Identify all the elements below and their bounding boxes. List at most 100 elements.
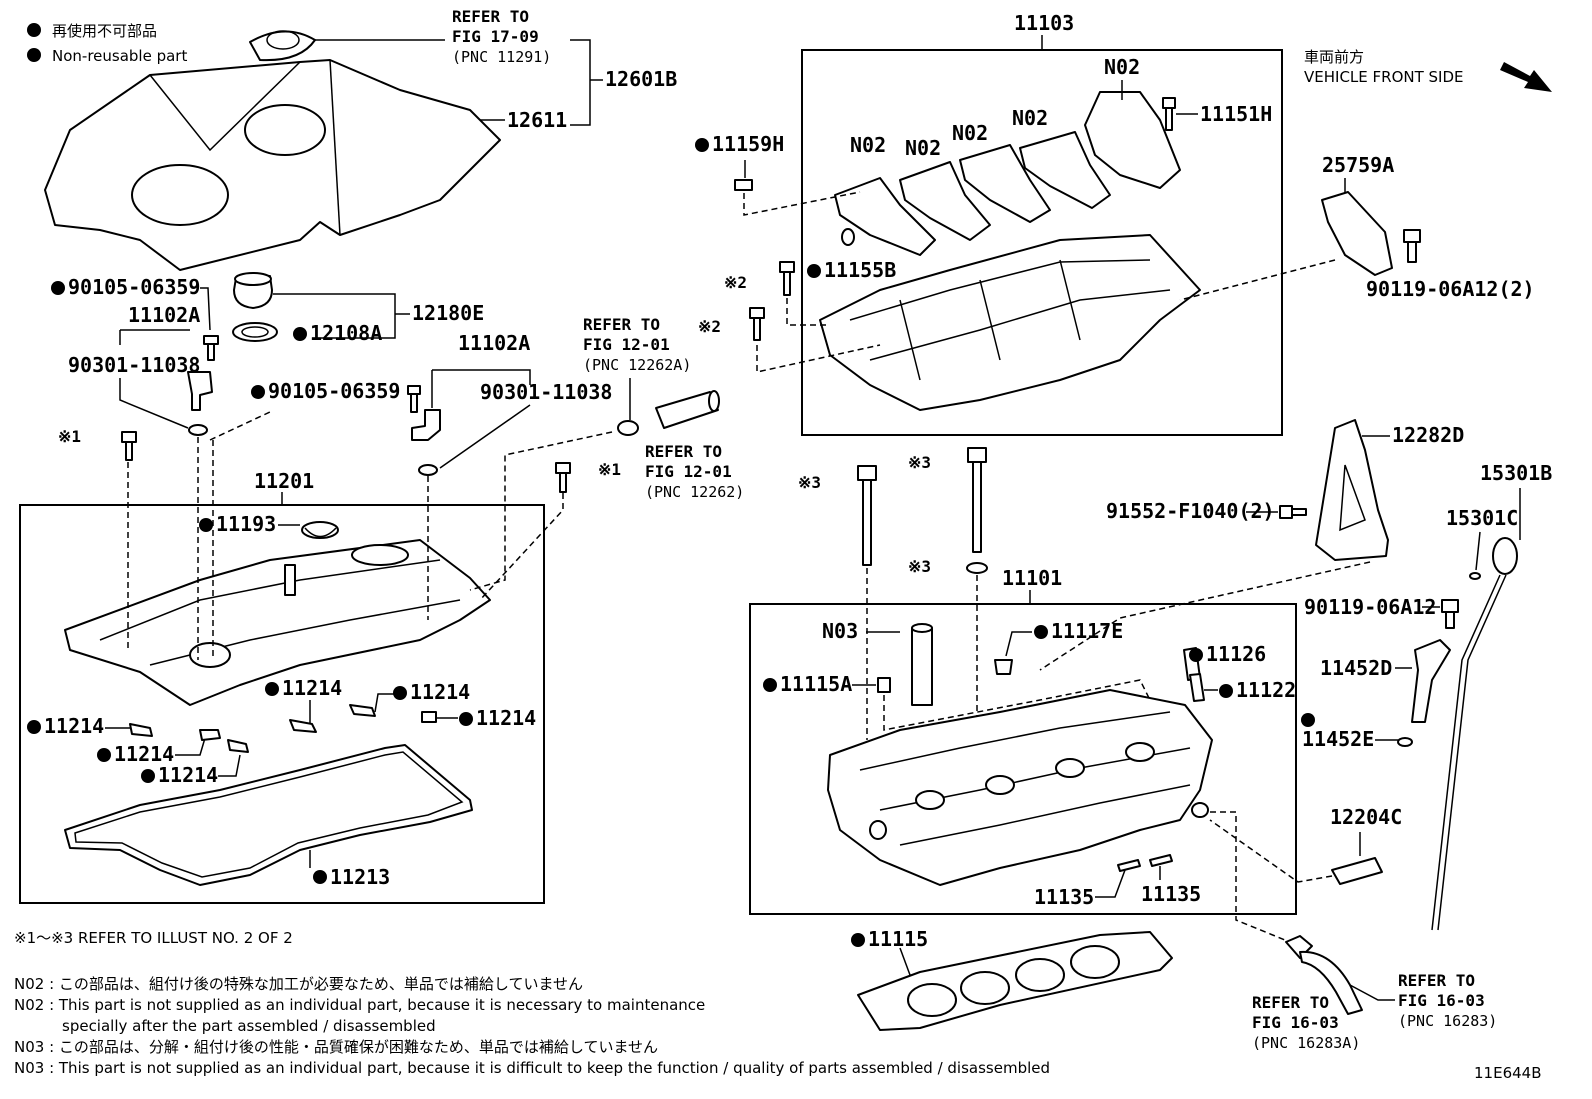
label-90105-right: 90105-06359 <box>268 379 400 403</box>
label-12611: 12611 <box>507 108 567 132</box>
non-reusable-dot-icon <box>1034 625 1048 639</box>
label-11117E: 11117E <box>1051 619 1123 643</box>
non-reusable-dot-icon <box>293 327 307 341</box>
bracket-12282D: 12282D 91552-F1040(2) <box>1039 419 1464 671</box>
legend: 再使用不可部品 Non-reusable part <box>27 22 187 65</box>
mark-2-b: ※2 <box>698 317 721 336</box>
camshaft-callouts: N02 N02 N02 N02 N02 11151H 11159H 11155B… <box>695 55 1272 373</box>
ref-fig1201b-pnc: (PNC 12262) <box>645 483 744 501</box>
non-reusable-dot-icon <box>199 518 213 532</box>
note-n02-en1: N02 : This part is not supplied as an in… <box>14 996 705 1014</box>
label-11155B: 11155B <box>824 258 896 282</box>
non-reusable-dot-icon <box>695 138 709 152</box>
label-11135-b: 11135 <box>1141 882 1201 906</box>
label-N02-4: N02 <box>905 136 941 160</box>
note-refer: ※1～※3 REFER TO ILLUST NO. 2 OF 2 <box>14 929 293 947</box>
ref-fig1201a-line1: REFER TO <box>583 315 660 334</box>
non-reusable-dot-icon <box>313 870 327 884</box>
label-11214-d: 11214 <box>44 714 104 738</box>
ref-fig1201b-line1: REFER TO <box>645 442 722 461</box>
label-25759A: 25759A <box>1322 153 1394 177</box>
label-11126: 11126 <box>1206 642 1266 666</box>
label-90301-left: 90301-11038 <box>68 353 200 377</box>
mark3-bolts: ※3 ※3 ※3 <box>798 447 988 760</box>
dipstick-group: 15301B 15301C 90119-06A12 11452D 11452E <box>1301 461 1552 931</box>
legend-en: Non-reusable part <box>52 47 187 65</box>
ref-fig1201b-line2: FIG 12-01 <box>645 462 732 481</box>
mark-3-a: ※3 <box>908 453 931 472</box>
label-12282D: 12282D <box>1392 423 1464 447</box>
non-reusable-dot-icon <box>141 769 155 783</box>
legend-jp: 再使用不可部品 <box>52 22 157 40</box>
camshaft-housing-illustration <box>734 91 1201 411</box>
plug-12204C: 12204C <box>1209 805 1402 885</box>
non-reusable-dot-icon <box>51 281 65 295</box>
vehicle-front-indicator: 車両前方 VEHICLE FRONT SIDE <box>1304 48 1552 92</box>
direction-jp: 車両前方 <box>1304 48 1364 66</box>
ref-fig1709-line2: FIG 17-09 <box>452 27 539 46</box>
refs-fig1603: REFER TO FIG 16-03 (PNC 16283A) REFER TO… <box>1252 935 1497 1052</box>
label-N02-1: N02 <box>1104 55 1140 79</box>
label-91552: 91552-F1040(2) <box>1106 499 1275 523</box>
arrow-down-right-icon <box>1500 62 1552 92</box>
label-11101: 11101 <box>1002 566 1062 590</box>
right-sensor-group: 90105-06359 11102A 90301-11038 <box>251 331 612 476</box>
box-11101 <box>749 603 1297 915</box>
label-11115A: 11115A <box>780 672 852 696</box>
non-reusable-dot-icon <box>807 264 821 278</box>
label-11159H: 11159H <box>712 132 784 156</box>
label-11452D: 11452D <box>1320 656 1392 680</box>
label-90105-left: 90105-06359 <box>68 275 200 299</box>
clips-11214: 11214 11214 11214 11214 11214 11214 <box>27 676 536 787</box>
label-11103: 11103 <box>1014 11 1074 35</box>
label-N02-2: N02 <box>1012 106 1048 130</box>
label-11214-e: 11214 <box>114 742 174 766</box>
label-N02-3: N02 <box>952 121 988 145</box>
non-reusable-dot-icon <box>393 686 407 700</box>
label-11122: 11122 <box>1236 678 1296 702</box>
label-90119: 90119-06A12 <box>1304 595 1436 619</box>
footnotes: ※1～※3 REFER TO ILLUST NO. 2 OF 2 N02 : こ… <box>14 929 1542 1082</box>
ref-fig1603a-line1: REFER TO <box>1252 993 1329 1012</box>
hose-refs: REFER TO FIG 12-01 (PNC 12262A) REFER TO… <box>583 315 744 501</box>
illustration-id: 11E644B <box>1474 1064 1542 1082</box>
mark-3-c: ※3 <box>908 557 931 576</box>
label-11201: 11201 <box>254 469 314 493</box>
engine-cover-illustration <box>44 30 501 271</box>
non-reusable-dot-icon <box>763 678 777 692</box>
note-n02-jp: N02 : この部品は、組付け後の特殊な加工が必要なため、単品では補給していませ… <box>14 975 583 993</box>
ref-fig1709-line1: REFER TO <box>452 7 529 26</box>
label-11213: 11213 <box>330 865 390 889</box>
oil-filler-cap: 12180E 12108A <box>232 272 484 345</box>
label-12180E: 12180E <box>412 301 484 325</box>
non-reusable-dot-icon <box>1189 648 1203 662</box>
label-11214-a: 11214 <box>282 676 342 700</box>
label-11151H: 11151H <box>1200 102 1272 126</box>
bracket-25759A: 25759A 90119-06A12(2) <box>1179 153 1535 301</box>
label-N03: N03 <box>822 619 858 643</box>
mark-2-a: ※2 <box>724 273 747 292</box>
label-12108A: 12108A <box>310 321 382 345</box>
head-cover-illustration <box>64 521 491 706</box>
ref-fig1603b-pnc: (PNC 16283) <box>1398 1012 1497 1030</box>
non-reusable-dot-icon <box>27 720 41 734</box>
mark-3-b: ※3 <box>798 473 821 492</box>
cover-callouts: REFER TO FIG 17-09 (PNC 11291) 12601B 12… <box>315 7 677 132</box>
label-90301-right: 90301-11038 <box>480 380 612 404</box>
label-12204C: 12204C <box>1330 805 1402 829</box>
cylinder-head-callouts: N03 11117E 11126 11115A 11122 11135 1113… <box>763 619 1296 941</box>
label-11214-b: 11214 <box>410 680 470 704</box>
label-12601B: 12601B <box>605 67 677 91</box>
label-11135-a: 11135 <box>1034 885 1094 909</box>
mark-1-left: ※1 <box>58 427 81 446</box>
ref-fig1709-pnc: (PNC 11291) <box>452 48 551 66</box>
non-reusable-dot-icon <box>851 933 865 947</box>
head-gasket-11115: 11115 <box>851 927 1173 1031</box>
ref-fig1603a-pnc: (PNC 16283A) <box>1252 1034 1360 1052</box>
non-reusable-dot-icon <box>265 682 279 696</box>
label-N02-5: N02 <box>850 133 886 157</box>
ref-fig1603b-line1: REFER TO <box>1398 971 1475 990</box>
direction-en: VEHICLE FRONT SIDE <box>1304 68 1464 86</box>
label-11193: 11193 <box>216 512 276 536</box>
